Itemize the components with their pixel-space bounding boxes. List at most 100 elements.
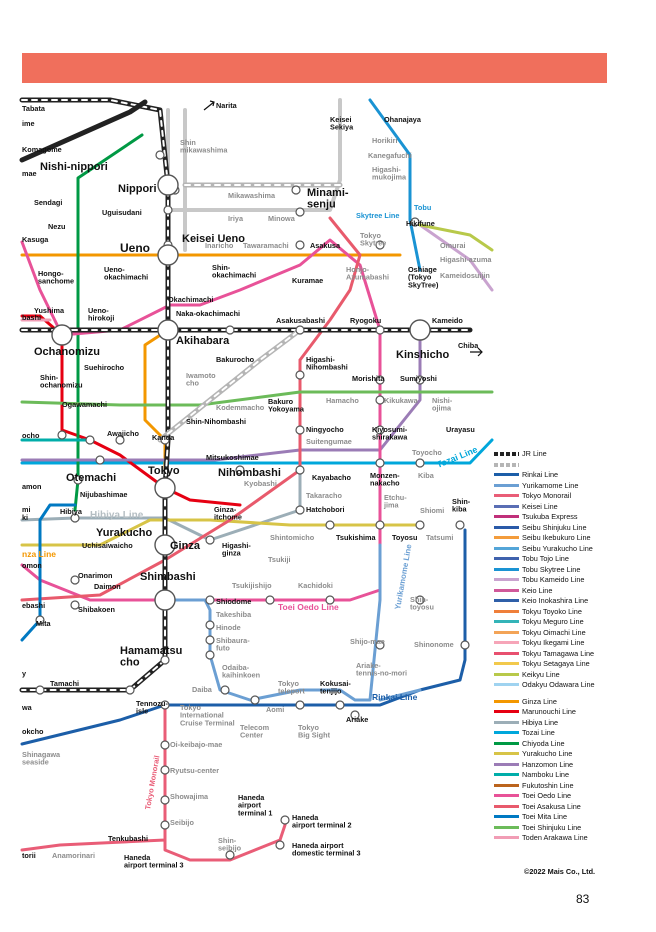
legend-item: Toei Shinjuku Line bbox=[494, 823, 654, 834]
station-label-line: tenjijo bbox=[320, 687, 342, 696]
skytree-line-path bbox=[368, 98, 422, 272]
legend-swatch bbox=[494, 836, 519, 839]
legend-item: Tokyu Tamagawa Line bbox=[494, 649, 654, 660]
station-marker bbox=[460, 640, 470, 650]
station-label-tennozu-isle: Tennozu-isle bbox=[136, 699, 168, 716]
station-label-tenkubashi: Tenkubashi bbox=[108, 834, 148, 843]
station-label-ginza: Ginza bbox=[170, 540, 201, 552]
legend-swatch bbox=[494, 762, 519, 766]
legend-swatch bbox=[494, 794, 519, 797]
header-banner bbox=[22, 53, 607, 83]
station-label-line: ojima bbox=[432, 404, 452, 413]
legend-swatch bbox=[494, 683, 519, 686]
station-label-line: Nihombashi bbox=[306, 363, 348, 372]
legend-item: Marunouchi Line bbox=[494, 707, 654, 718]
jr-keiyo-line-path-inner bbox=[159, 184, 341, 441]
station-label-ryutsu-center: Ryutsu-center bbox=[170, 766, 219, 775]
station-marker bbox=[35, 685, 45, 695]
jr-joban-line-path bbox=[19, 99, 148, 163]
line-label-toei-oedo-line: Toei Oedo Line bbox=[278, 602, 339, 612]
station-marker bbox=[225, 850, 235, 860]
legend-item: Keisei Line bbox=[494, 502, 654, 513]
station-label-line: Shin- bbox=[410, 595, 429, 604]
station-label-line: Yokoyama bbox=[268, 405, 305, 414]
station-label-chiba: Chiba bbox=[458, 341, 479, 350]
station-label-line: senju bbox=[307, 199, 336, 211]
station-label-line: (Tokyo bbox=[408, 273, 432, 282]
station-label-kyobashi: Kyobashi bbox=[244, 479, 277, 488]
station-label-line: shirakawa bbox=[372, 433, 408, 442]
legend-item bbox=[494, 460, 654, 471]
station-label-line: itchome bbox=[214, 513, 242, 522]
station-label-line: Monzen- bbox=[370, 471, 400, 480]
legend-swatch bbox=[494, 620, 519, 623]
legend-swatch bbox=[494, 578, 519, 581]
station-label-ohanajaya: Ohanajaya bbox=[384, 115, 422, 124]
legend-item: Odakyu Odawara Line bbox=[494, 680, 654, 691]
legend-swatch bbox=[494, 525, 519, 529]
station-label-line: terminal 1 bbox=[238, 808, 272, 817]
station-label-line: Shibaura- bbox=[216, 636, 250, 645]
legend-item: Tokyu Ikegami Line bbox=[494, 638, 654, 649]
station-label-kokusai-tenjijo: Kokusai-tenjijo bbox=[320, 679, 351, 696]
station-label-daiba: Daiba bbox=[192, 685, 213, 694]
legend-item: Hanzomon Line bbox=[494, 760, 654, 771]
station-label-toyocho: Toyocho bbox=[412, 448, 442, 457]
legend-item: Rinkai Line bbox=[494, 470, 654, 481]
station-label-mita: Mita bbox=[36, 619, 52, 628]
station-label-line: nakacho bbox=[370, 479, 400, 488]
legend-item: Tobu Tojo Line bbox=[494, 554, 654, 565]
station-marker bbox=[155, 150, 165, 160]
clipped-label: ebashi bbox=[22, 601, 45, 610]
interchange-marker bbox=[157, 319, 179, 341]
station-label-line: seibijo bbox=[218, 844, 242, 853]
station-marker bbox=[35, 615, 45, 625]
station-label-line: Shin- bbox=[40, 373, 59, 382]
station-labels: TabataKomagomeNishi-nipporiNipporiSendag… bbox=[21, 100, 492, 870]
station-label-mitsukoshimae: Mitsukoshimae bbox=[206, 453, 259, 462]
clipped-label: omon bbox=[22, 561, 42, 570]
legend-label: Ginza Line bbox=[522, 696, 557, 706]
legend-label: Toei Asakusa Line bbox=[522, 801, 581, 811]
legend-label: Tozai Line bbox=[522, 728, 555, 737]
legend-item: Yurikamome Line bbox=[494, 481, 654, 492]
legend-item: Tokyu Meguro Line bbox=[494, 617, 654, 628]
station-label-oi-keibajo-mae: Oi-keibajo-mae bbox=[170, 740, 222, 749]
interchange-marker bbox=[157, 174, 179, 196]
legend-swatch bbox=[494, 752, 519, 755]
station-label-iriya: Iriya bbox=[228, 214, 244, 223]
station-label-line: Ueno- bbox=[104, 265, 125, 274]
legend-item: Tokyu Setagaya Line bbox=[494, 659, 654, 670]
station-marker bbox=[57, 430, 67, 440]
legend-swatch bbox=[494, 504, 519, 508]
station-label-kasuga: Kasuga bbox=[22, 235, 49, 244]
station-label-line: teleport bbox=[278, 687, 305, 696]
jr-yamanote-line-path-inner bbox=[21, 99, 169, 691]
station-label-morishita: Morishita bbox=[352, 374, 385, 383]
station-label-shiodome: Shiodome bbox=[216, 597, 251, 606]
station-label-sendagi: Sendagi bbox=[34, 198, 62, 207]
station-label-line: airport bbox=[238, 801, 262, 810]
station-label-line: Tokyo bbox=[360, 231, 381, 240]
station-label-kameidosuijin: Kameidosuijin bbox=[440, 271, 490, 280]
station-marker bbox=[295, 325, 305, 335]
legend-swatch bbox=[494, 741, 519, 745]
page-number: 83 bbox=[576, 892, 590, 906]
station-label-line: Hongo- bbox=[38, 269, 64, 278]
station-label-shijo-mae: Shijo-mae bbox=[350, 637, 385, 646]
station-label-tsukijishijo: Tsukijishijo bbox=[232, 581, 272, 590]
interchange-marker bbox=[154, 534, 176, 556]
clipped-label: ime bbox=[22, 119, 35, 128]
station-label-line: Azumabashi bbox=[346, 273, 389, 282]
station-label-shiomi: Shiomi bbox=[420, 506, 444, 515]
legend-swatch bbox=[494, 710, 519, 713]
station-label-line: ochanomizu bbox=[40, 381, 83, 390]
station-label-higashi-mukojima: Higashi-mukojima bbox=[372, 165, 407, 182]
legend-swatch bbox=[494, 641, 519, 644]
legend-item: Seibu Shinjuku Line bbox=[494, 523, 654, 534]
legend-swatch bbox=[494, 773, 519, 776]
interchange-marker bbox=[154, 477, 176, 499]
